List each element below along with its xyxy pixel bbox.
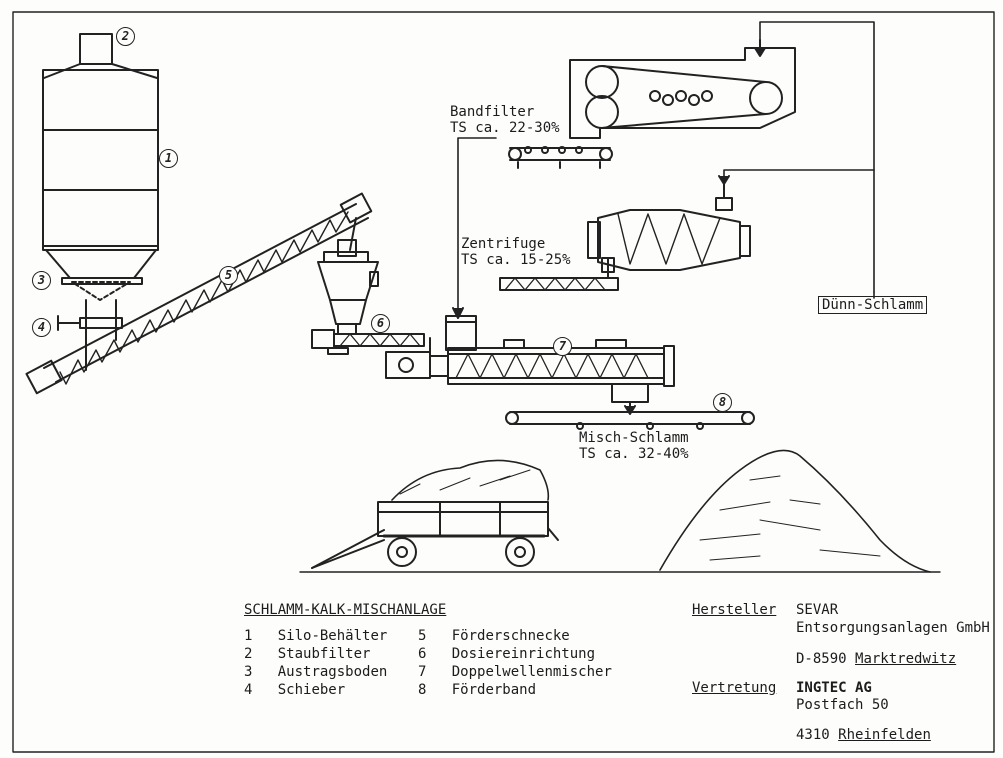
legend-number: 5 (418, 628, 426, 644)
callout-2: 2 (116, 27, 135, 46)
agency-city: Rheinfelden (838, 727, 931, 743)
agency-label: Vertretung (692, 680, 776, 696)
legend-number: 7 (418, 664, 426, 680)
bandfilter-label: Bandfilter (450, 104, 534, 120)
zentrifuge-label: Zentrifuge (461, 236, 545, 252)
legend-number: 4 (244, 682, 252, 698)
zentrifuge-drawing (500, 180, 750, 290)
callout-1: 1 (159, 149, 178, 168)
agency-postbox: Postfach 50 (796, 697, 889, 713)
legend-name: Staubfilter (278, 646, 371, 662)
legend-number: 1 (244, 628, 252, 644)
misch-schlamm-label: Misch-Schlamm (579, 430, 689, 446)
callout-5: 5 (219, 266, 238, 285)
zentrifuge-ts-label: TS ca. 15-25% (461, 252, 571, 268)
legend-item-5: 5 Förderschnecke (418, 628, 570, 644)
trailer-drawing (312, 460, 558, 568)
manufacturer-address: D-8590 Marktredwitz (796, 651, 956, 667)
legend-name: Dosiereinrichtung (452, 646, 595, 662)
legend-item-8: 8 Förderband (418, 682, 536, 698)
legend-item-1: 1 Silo-Behälter (244, 628, 387, 644)
manufacturer-postcode: D-8590 (796, 651, 847, 667)
legend-title: SCHLAMM-KALK-MISCHANLAGE (244, 602, 446, 618)
callout-7: 7 (553, 337, 572, 356)
bandfilter-drawing (509, 40, 795, 168)
bandfilter-ts-label: TS ca. 22-30% (450, 120, 560, 136)
legend-item-3: 3 Austragsboden (244, 664, 387, 680)
legend-number: 6 (418, 646, 426, 662)
callout-8: 8 (713, 393, 732, 412)
legend-name: Doppelwellenmischer (452, 664, 612, 680)
legend-number: 3 (244, 664, 252, 680)
callout-4: 4 (32, 318, 51, 337)
legend-item-6: 6 Dosiereinrichtung (418, 646, 595, 662)
agency-name: INGTEC AG (796, 680, 872, 696)
legend-item-7: 7 Doppelwellenmischer (418, 664, 612, 680)
legend-item-4: 4 Schieber (244, 682, 345, 698)
legend-item-2: 2 Staubfilter (244, 646, 370, 662)
dosing-unit-drawing (312, 252, 424, 354)
agency-address: 4310 Rheinfelden (796, 727, 931, 743)
silo-drawing (43, 34, 158, 370)
feed-lines (458, 22, 874, 316)
legend-name: Schieber (278, 682, 345, 698)
manufacturer-name: SEVAR (796, 602, 838, 618)
agency-postcode: 4310 (796, 727, 830, 743)
legend-number: 2 (244, 646, 252, 662)
duenn-schlamm-label: Dünn-Schlamm (818, 296, 927, 314)
mixer-drawing (386, 316, 674, 414)
legend-name: Förderband (452, 682, 536, 698)
callout-3: 3 (32, 271, 51, 290)
manufacturer-company: Entsorgungsanlagen GmbH (796, 620, 990, 636)
legend-name: Förderschnecke (452, 628, 570, 644)
legend-number: 8 (418, 682, 426, 698)
manufacturer-city: Marktredwitz (855, 651, 956, 667)
misch-ts-label: TS ca. 32-40% (579, 446, 689, 462)
legend-name: Austragsboden (278, 664, 388, 680)
heap-drawing (660, 450, 930, 572)
legend-name: Silo-Behälter (278, 628, 388, 644)
callout-6: 6 (371, 314, 390, 333)
manufacturer-label: Hersteller (692, 602, 776, 618)
screw-conveyor-drawing (26, 194, 371, 394)
